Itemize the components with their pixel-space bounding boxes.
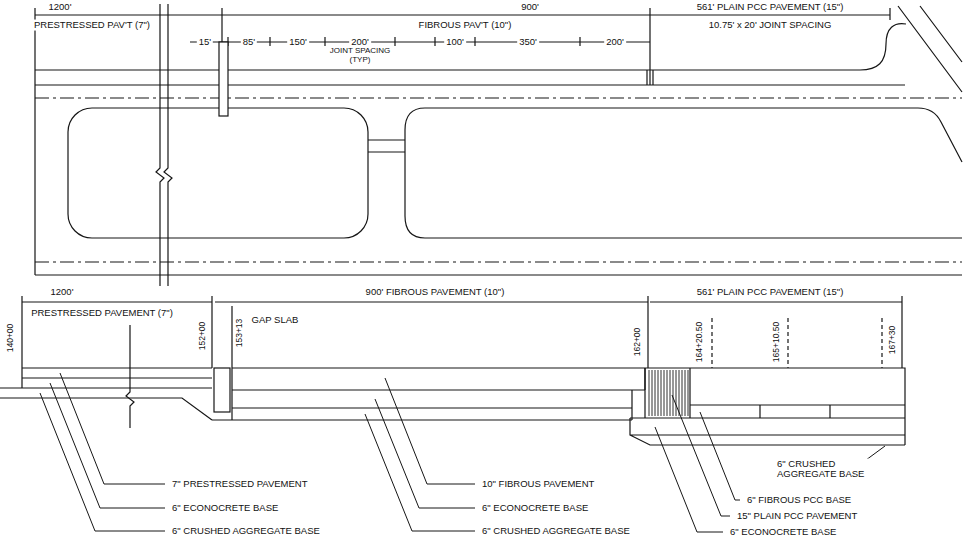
callout-label: 6" ECONOCRETE BASE	[480, 503, 590, 514]
gap-slab	[214, 368, 230, 412]
callout-label: 6" CRUSHED AGGREGATE BASE	[170, 526, 322, 537]
hatching	[649, 370, 688, 416]
section-label: PRESTRESSED PAV'T (7")	[32, 20, 152, 31]
joint-spacing-label: 10.75' x 20' JOINT SPACING	[707, 20, 834, 31]
island	[68, 108, 368, 238]
station-label: 162+00	[633, 326, 643, 359]
extension-line	[22, 296, 902, 368]
station-line	[712, 318, 882, 368]
station-label: 164+20.50	[695, 320, 705, 364]
note-label: JOINT SPACING (TYP)	[318, 47, 402, 65]
leader-line	[655, 395, 885, 532]
extension-line	[35, 8, 890, 275]
leader-line	[40, 373, 165, 531]
section-label: 900' FIBROUS PAVEMENT (10")	[364, 287, 507, 298]
dimension-label: 85'	[241, 37, 257, 48]
center-line	[35, 98, 962, 262]
fibrous-layers	[212, 368, 645, 420]
section-label: 561' PLAIN PCC PAVEMENT (15")	[695, 287, 846, 298]
station-label: 167+30	[888, 324, 898, 357]
dimension-label: 1200'	[47, 2, 74, 13]
callout-label: GAP SLAB	[250, 315, 301, 326]
ramp-edge	[898, 6, 962, 92]
section-label: 561' PLAIN PCC PAVEMENT (15")	[695, 2, 846, 13]
break-line	[156, 4, 172, 286]
section-label: PRESTRESSED PAVEMENT (7")	[29, 308, 175, 319]
station-label: 165+10.50	[772, 320, 782, 364]
callout-label: 7" PRESTRESSED PAVEMENT	[170, 479, 310, 490]
road-edge	[35, 24, 962, 275]
gap-slab	[219, 42, 228, 116]
station-label: 152+00	[198, 320, 208, 353]
callout-label: 15" PLAIN PCC PAVEMENT	[735, 511, 859, 522]
leader-line	[365, 378, 475, 531]
transition-joint	[647, 70, 653, 85]
prestressed-layers	[0, 368, 212, 420]
dimension-label: 200'	[604, 37, 626, 48]
dimension-label: 150'	[287, 37, 309, 48]
island	[405, 108, 962, 238]
dimension-label: 350'	[517, 37, 539, 48]
callout-label: 6" CRUSHED AGGREGATE BASE	[480, 526, 632, 537]
plain-pcc-layers	[630, 368, 905, 445]
dimension-label: 900'	[519, 2, 541, 13]
dimension-label: 100'	[444, 37, 466, 48]
station-label: 140+00	[6, 322, 16, 355]
dimension-label: 200'	[349, 37, 371, 48]
callout-label: 10" FIBROUS PAVEMENT	[480, 479, 596, 490]
station-label: 153+13	[235, 317, 245, 350]
dimension-label: 15'	[197, 37, 213, 48]
callout-label: 6" ECONOCRETE BASE	[170, 503, 280, 514]
dimension-label: 1200'	[49, 287, 76, 298]
break-line	[126, 325, 134, 428]
island-link	[368, 140, 405, 152]
section-label: FIBROUS PAV'T (10")	[417, 20, 514, 31]
callout-label: 6" CRUSHED AGGREGATE BASE	[775, 459, 879, 480]
callout-label: 6" FIBROUS PCC BASE	[745, 495, 853, 506]
dimension-line	[22, 301, 902, 302]
callout-label: 6" ECONOCRETE BASE	[728, 527, 838, 538]
